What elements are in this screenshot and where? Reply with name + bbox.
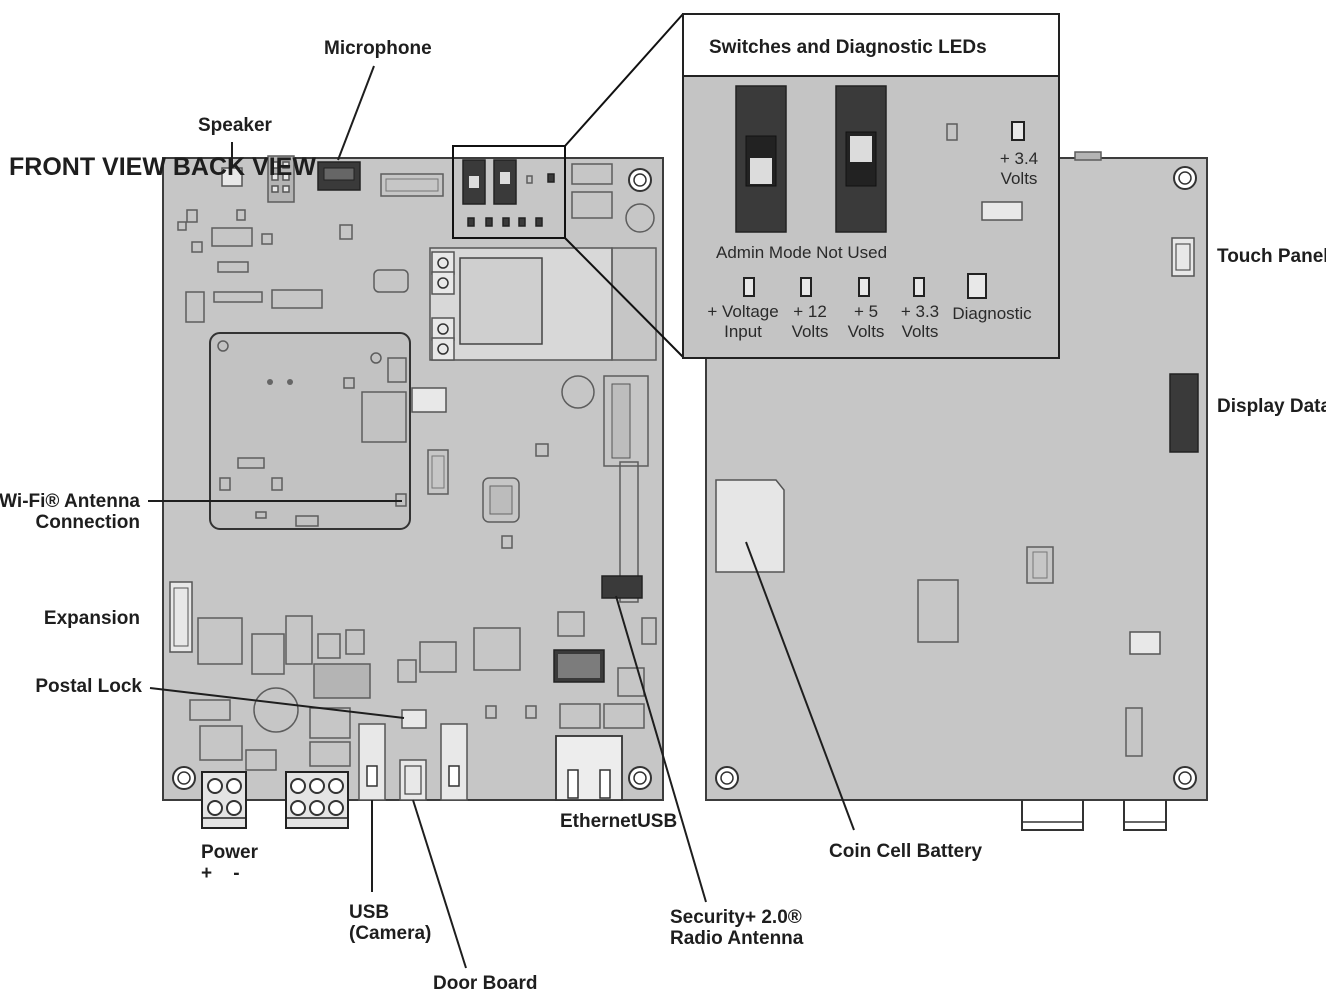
- led-3v4: [1011, 121, 1025, 141]
- led-5v-label-1: + 5: [854, 302, 878, 321]
- usb-label-1: USB: [349, 902, 389, 923]
- led-12v-label-2: Volts: [792, 322, 829, 341]
- power-polarity: + -: [201, 863, 240, 884]
- postal-lock-label: Postal Lock: [35, 676, 142, 697]
- front-view-board: [162, 145, 664, 829]
- door-board-connector: [399, 759, 427, 801]
- led-voltage-input: [743, 277, 755, 297]
- led-12v-label-1: + 12: [793, 302, 827, 321]
- speaker-label: Speaker: [198, 115, 273, 136]
- coin-cell-battery: [715, 479, 785, 573]
- main-processor-module: [209, 332, 411, 530]
- display-data-label: Display Data: [1217, 396, 1326, 417]
- wifi-module: [429, 247, 657, 361]
- led-diagnostic: [967, 273, 987, 299]
- led-3v4-label-2: Volts: [1001, 169, 1038, 188]
- coin-cell-label: Coin Cell Battery: [829, 841, 983, 862]
- led-voltage-input-label-1: + Voltage: [707, 302, 778, 321]
- inset-title: Switches and Diagnostic LEDs: [709, 37, 987, 58]
- usb-label-2: (Camera): [349, 923, 431, 944]
- led-12v: [800, 277, 812, 297]
- led-3v3-label-2: Volts: [902, 322, 939, 341]
- expansion-connector: [169, 581, 193, 653]
- power-terminal: [201, 771, 247, 829]
- security-antenna-connector: [601, 575, 643, 599]
- view-title: FRONT VIEW BACK VIEW: [9, 153, 316, 181]
- leader-lines: [148, 65, 855, 969]
- microphone-label: Microphone: [324, 38, 432, 59]
- switch-led-area: [452, 145, 566, 239]
- switch-led-inset: Switches and Diagnostic LEDs Admin Mode …: [564, 13, 1060, 359]
- switch-caption: Admin Mode Not Used: [716, 243, 887, 262]
- postal-lock-connector: [401, 709, 427, 729]
- security-label-2: Radio Antenna: [670, 928, 804, 949]
- ethernet-usb-label: EthernetUSB: [560, 811, 677, 832]
- led-3v3-label-1: + 3.3: [901, 302, 939, 321]
- security-label-1: Security+ 2.0®: [670, 907, 802, 928]
- led-5v: [858, 277, 870, 297]
- processor-chip: [482, 477, 520, 523]
- wifi-label-1: Wi-Fi® Antenna: [0, 491, 140, 512]
- ethernet-jack: [555, 735, 623, 801]
- door-board-label: Door Board: [433, 973, 538, 994]
- wifi-label-2: Connection: [36, 512, 141, 533]
- led-3v3: [913, 277, 925, 297]
- touch-panel-connector: [1171, 237, 1195, 277]
- power-label: Power: [201, 842, 259, 863]
- touch-panel-label: Touch Panel: [1217, 246, 1326, 267]
- led-diagnostic-label: Diagnostic: [952, 304, 1032, 323]
- display-data-connector: [1169, 373, 1199, 453]
- usb-camera-connector: [358, 723, 386, 801]
- led-voltage-input-label-2: Input: [724, 322, 762, 341]
- labels: Microphone Speaker FRONT VIEW BACK VIEW …: [0, 38, 1326, 994]
- aux-terminal: [285, 771, 349, 829]
- led-3v4-label-1: + 3.4: [1000, 149, 1038, 168]
- expansion-label: Expansion: [44, 608, 140, 629]
- led-5v-label-2: Volts: [848, 322, 885, 341]
